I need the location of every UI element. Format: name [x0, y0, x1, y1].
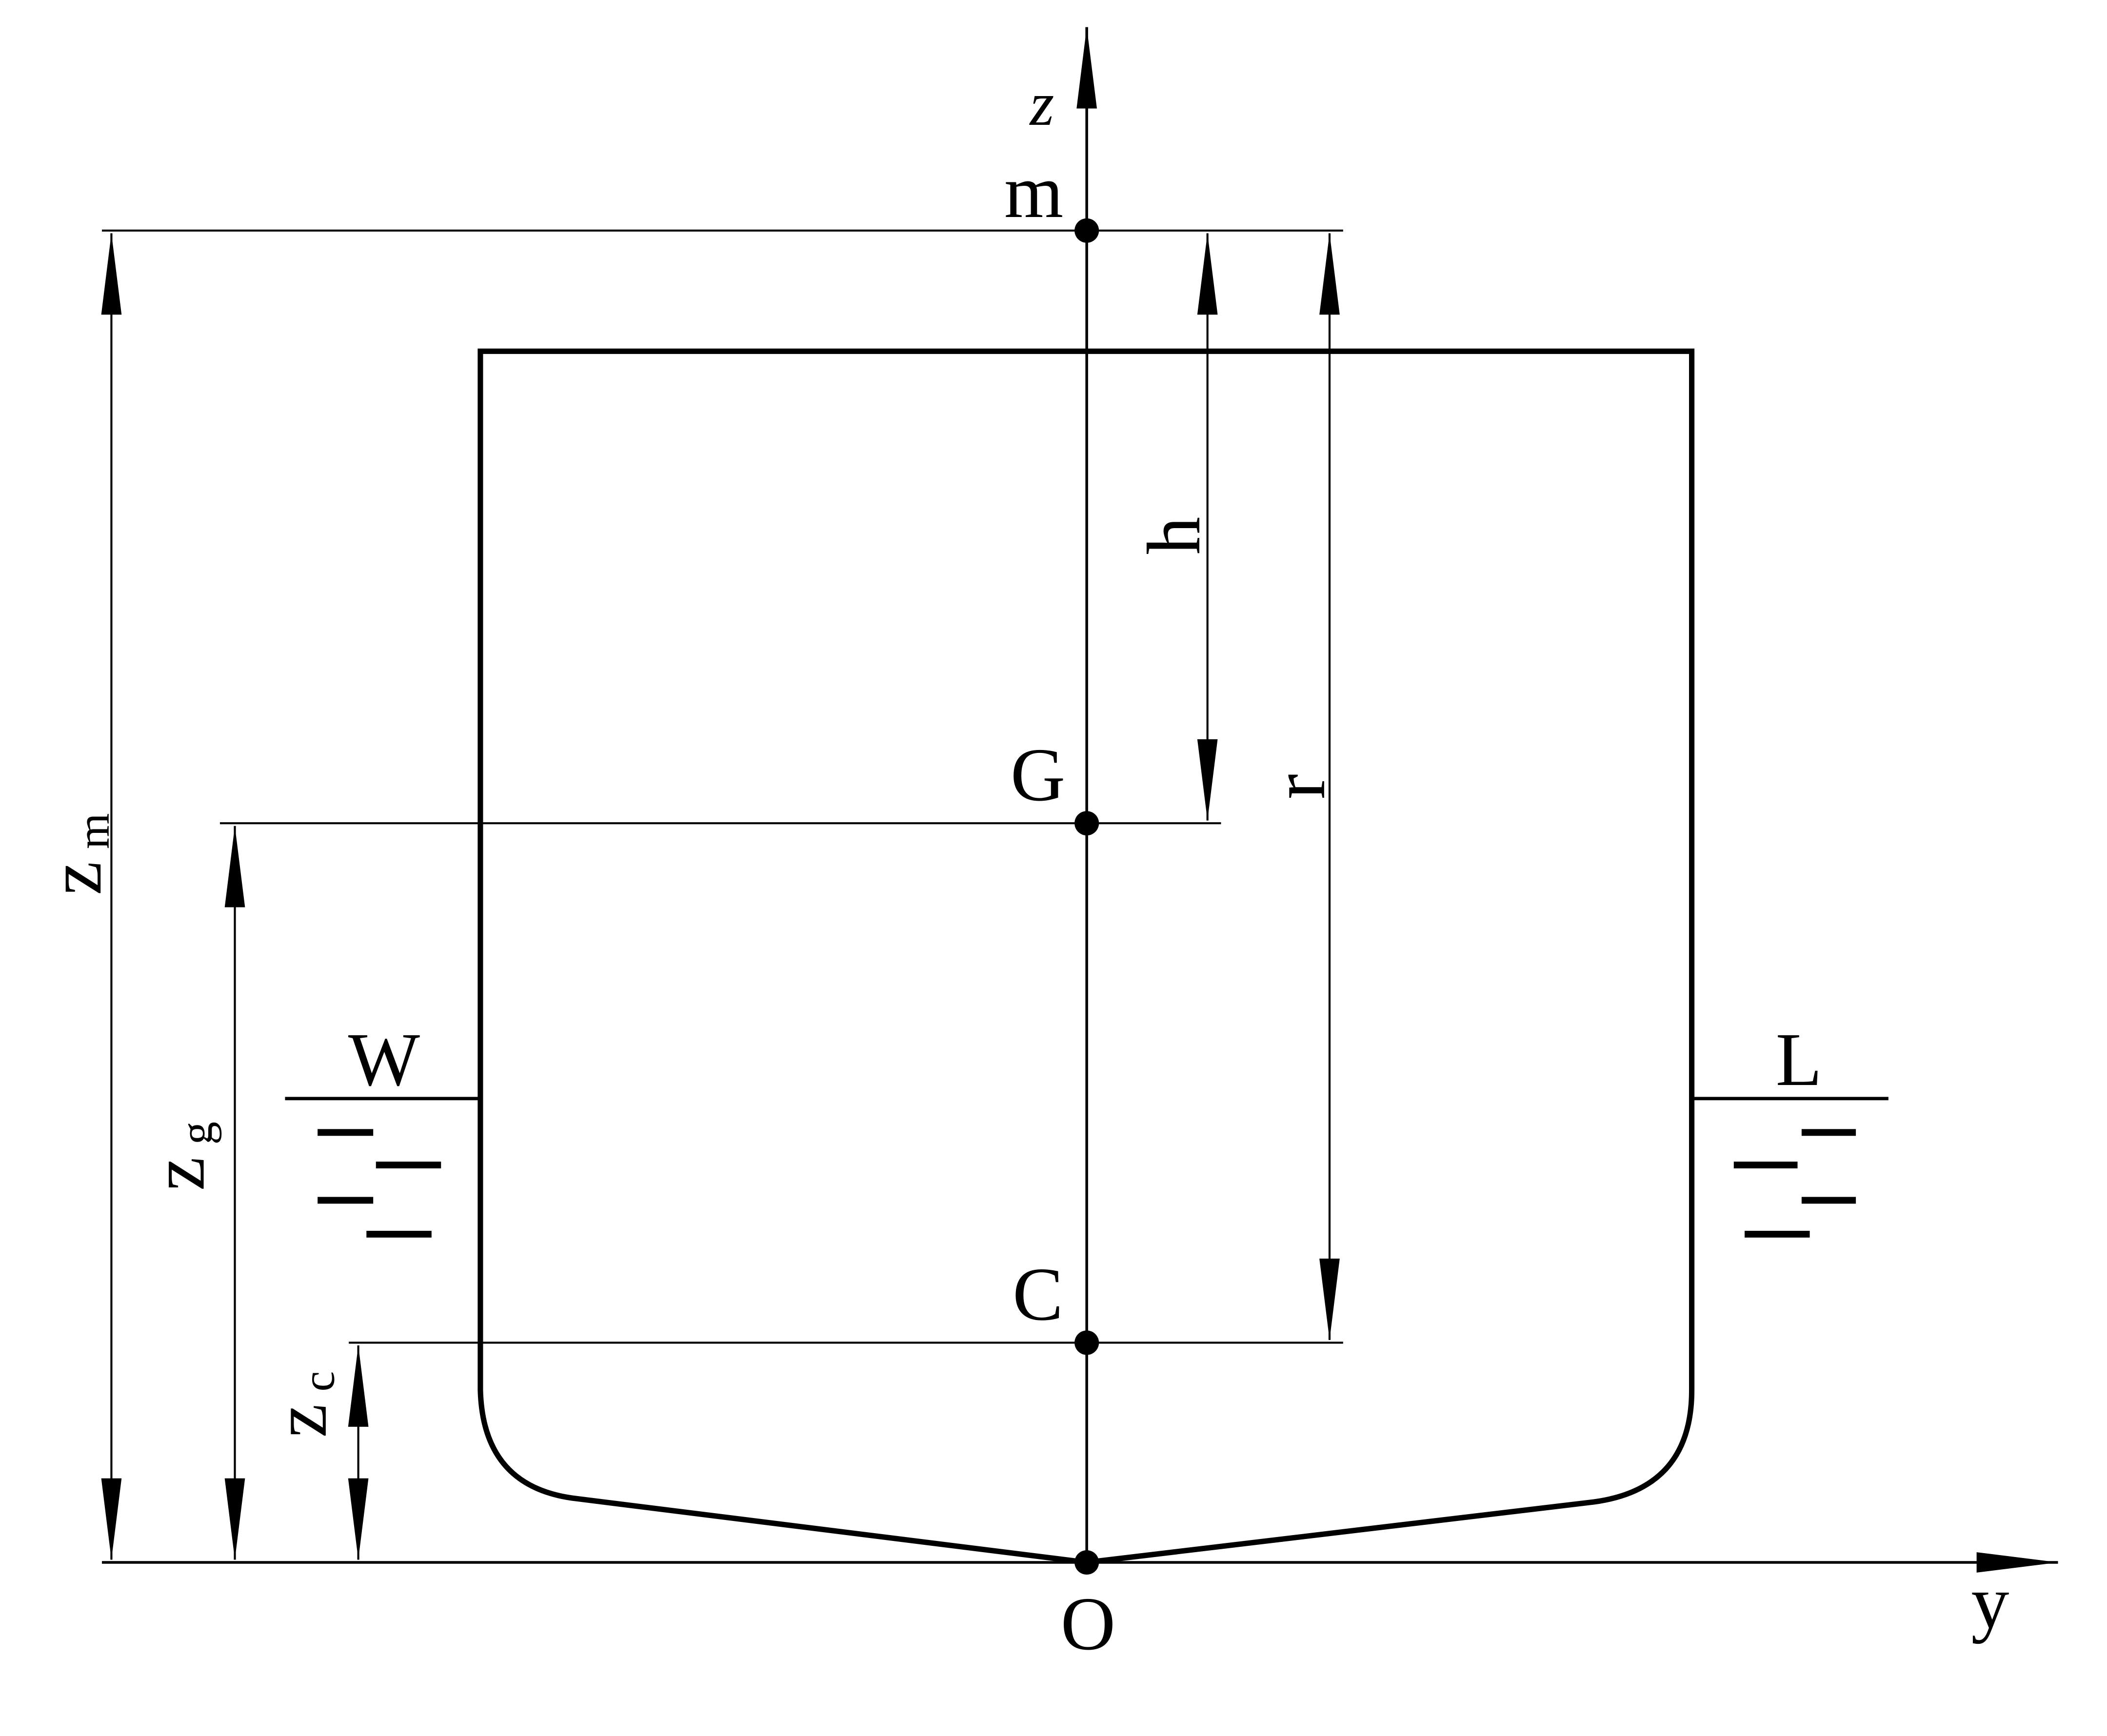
- point-g-dot: [1074, 811, 1099, 836]
- dimension-zc-label: z c: [258, 1371, 344, 1438]
- dimension-r-label: r: [1256, 774, 1341, 799]
- hull-outline: [477, 348, 1695, 1565]
- svg-text:c: c: [294, 1371, 344, 1392]
- water-hatch-right: [1733, 1129, 1856, 1238]
- y-axis-label: y: [1971, 1560, 2009, 1644]
- water-hatch-left: [318, 1129, 441, 1238]
- svg-text:z: z: [258, 1404, 342, 1438]
- waterline-left-label: W: [348, 1017, 420, 1102]
- svg-text:z: z: [136, 1157, 220, 1191]
- dimension-h-label: h: [1132, 517, 1216, 555]
- dimension-zm-label: z m: [33, 813, 119, 895]
- point-m-dot: [1074, 218, 1099, 243]
- svg-text:m: m: [68, 813, 119, 849]
- svg-text:z: z: [33, 861, 117, 895]
- point-g-label: G: [1011, 732, 1065, 817]
- origin-label: O: [1061, 1581, 1115, 1666]
- point-c-label: C: [1013, 1252, 1063, 1336]
- waterline-right-label: L: [1776, 1017, 1822, 1102]
- z-axis-label: z: [1029, 69, 1054, 138]
- svg-text:g: g: [171, 1122, 222, 1144]
- point-c-dot: [1074, 1330, 1099, 1355]
- dimension-zg-label: z g: [136, 1122, 222, 1191]
- point-m-label: m: [1004, 149, 1063, 234]
- origin-dot: [1074, 1550, 1099, 1575]
